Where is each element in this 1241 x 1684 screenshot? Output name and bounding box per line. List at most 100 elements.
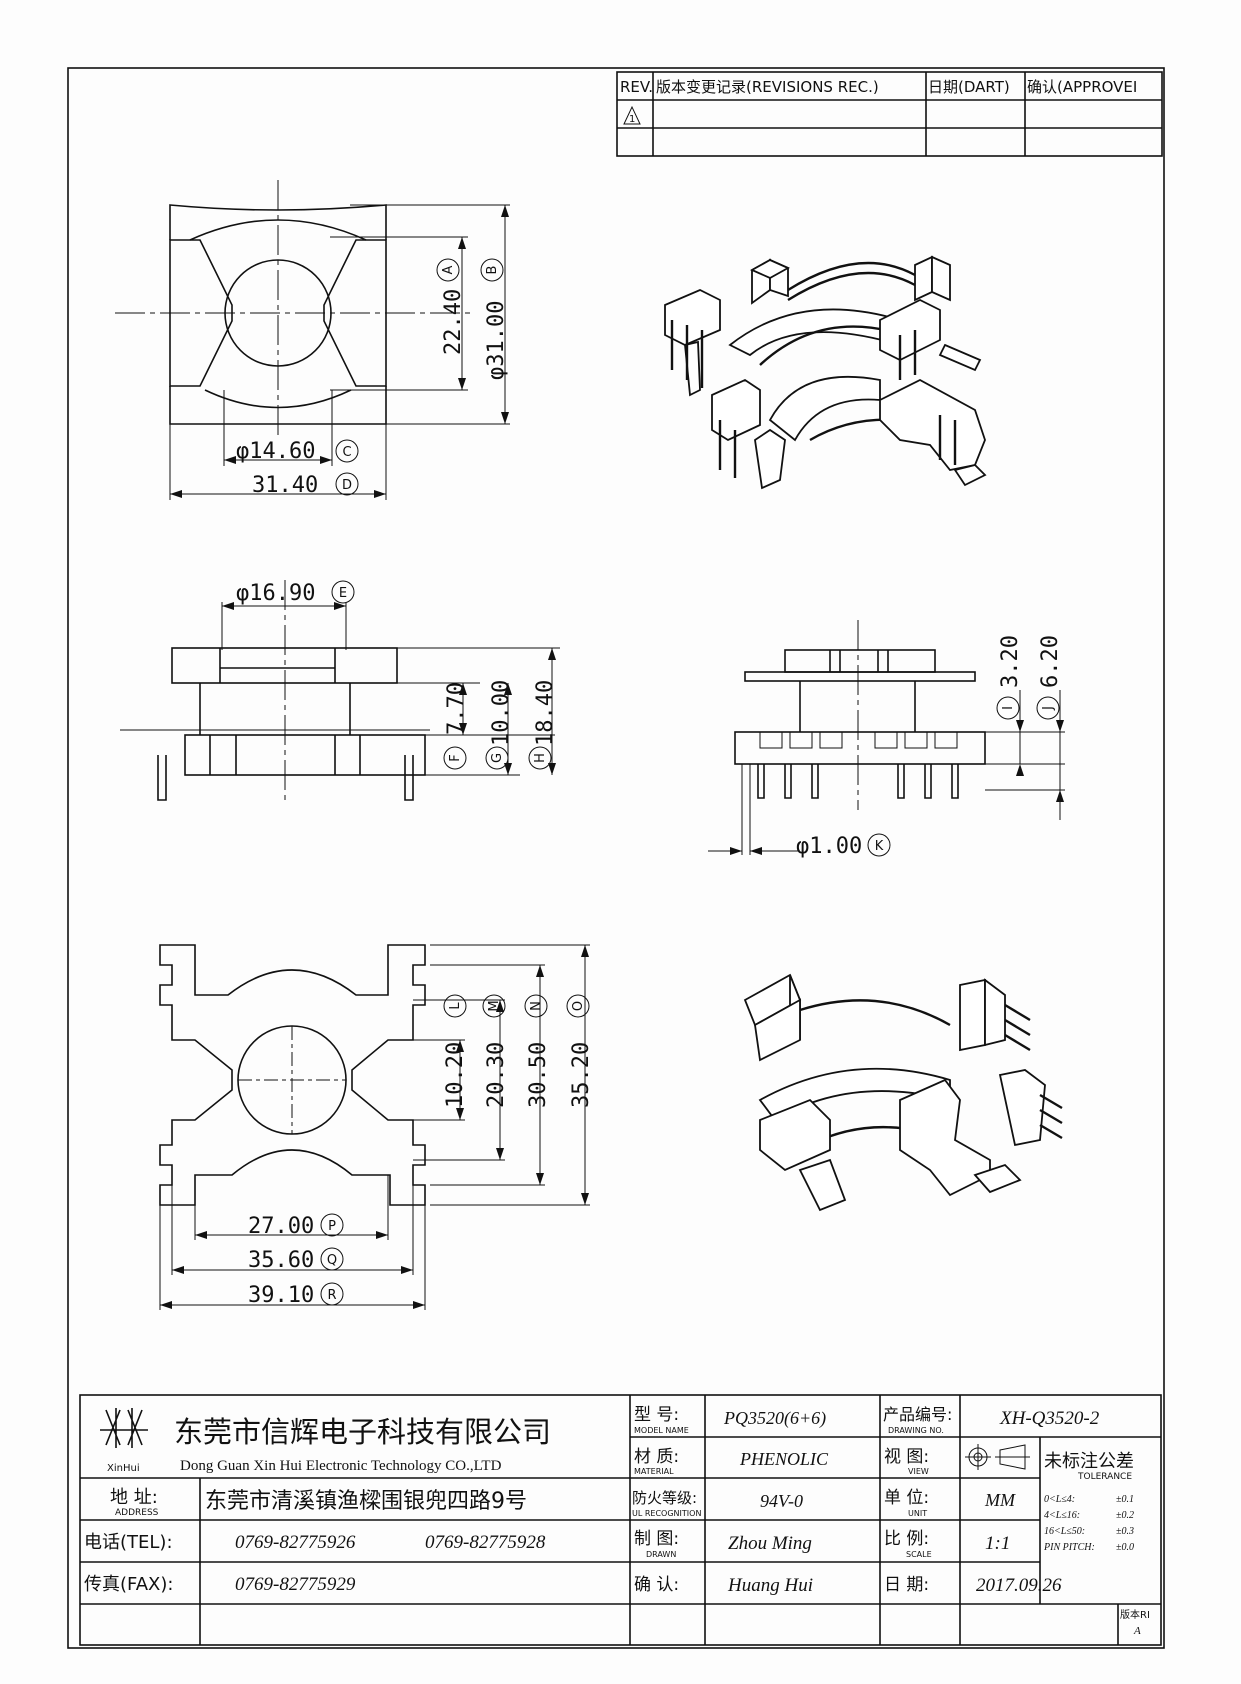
dim-F-value: 7.70 — [444, 682, 469, 735]
tolerance-value-3: ±0.3 — [1116, 1526, 1134, 1537]
dim-J-marker — [1036, 696, 1060, 720]
dim-R-value: 39.10 — [248, 1283, 314, 1308]
dim-L-marker — [443, 994, 467, 1018]
dim-K-value: φ1.00 — [796, 834, 862, 859]
title-block-grid — [79, 1394, 1162, 1646]
company-name-cn: 东莞市信辉电子科技有限公司 — [174, 1415, 551, 1449]
model-label: 型 号: — [634, 1405, 679, 1425]
date-header: 日期(DART) — [928, 78, 1010, 96]
dim-N-marker — [524, 994, 548, 1018]
tel-label: 电话(TEL): — [84, 1532, 173, 1553]
dim-A-letter: A — [441, 265, 456, 274]
approve-label: 确 认: — [634, 1575, 679, 1595]
rev-header: REV. — [620, 78, 653, 96]
dim-D-letter: D — [342, 478, 352, 493]
dim-B-marker — [480, 258, 504, 282]
logo-text: XinHui — [107, 1463, 140, 1474]
model-label-en: MODEL NAME — [634, 1426, 689, 1435]
drawn-label: 制 图: — [634, 1529, 679, 1549]
tolerance-title: 未标注公差 — [1044, 1451, 1134, 1472]
drawing-no-label-en: DRAWING NO. — [888, 1426, 944, 1435]
view-label-en: VIEW — [908, 1467, 929, 1476]
dim-C-letter: C — [342, 445, 351, 460]
dim-J-value: 6.20 — [1038, 635, 1063, 688]
dim-H-letter: H — [533, 753, 548, 763]
dim-B-letter: B — [485, 266, 500, 275]
revision-table: REV. 版本变更记录(REVISIONS REC.) 日期(DART) 确认(… — [616, 71, 1163, 157]
top-view — [115, 180, 510, 500]
dim-A-marker — [436, 258, 460, 282]
date-label: 日 期: — [884, 1575, 929, 1595]
dim-P-marker — [320, 1213, 344, 1237]
material-label: 材 质: — [634, 1447, 679, 1467]
drawing-no-label: 产品编号: — [883, 1405, 952, 1424]
fax-value: 0769-82775929 — [235, 1574, 356, 1595]
dim-D-marker — [335, 472, 359, 496]
dim-G-letter: G — [490, 753, 505, 763]
dim-F-marker — [443, 746, 467, 770]
dim-E-value: φ16.90 — [236, 581, 315, 606]
tolerance-range-2: 4<L≤16: — [1044, 1510, 1080, 1521]
tolerance-value-1: ±0.1 — [1116, 1494, 1134, 1505]
dim-G-marker — [485, 746, 509, 770]
bottom-view — [159, 944, 590, 1310]
dim-N-value: 30.50 — [526, 1042, 551, 1108]
unit-value: MM — [984, 1490, 1016, 1510]
company-name-en: Dong Guan Xin Hui Electronic Technology … — [180, 1458, 502, 1474]
unit-label: 单 位: — [884, 1488, 929, 1508]
version-value: A — [1133, 1625, 1141, 1637]
dim-O-letter: O — [571, 1001, 586, 1011]
view-label: 视 图: — [884, 1447, 929, 1467]
tolerance-value-4: ±0.0 — [1116, 1542, 1134, 1553]
dim-Q-letter: Q — [327, 1253, 337, 1268]
dim-O-marker — [566, 994, 590, 1018]
dim-G-value: 10.00 — [489, 680, 514, 746]
dim-R-marker — [320, 1282, 344, 1306]
front-view — [120, 580, 560, 801]
dim-A-value: 22.40 — [441, 289, 466, 355]
drawn-label-en: DRAWN — [646, 1550, 676, 1559]
ul-value: 94V-0 — [760, 1491, 803, 1511]
side-view — [708, 620, 1065, 855]
version-label: 版本RI — [1120, 1608, 1150, 1621]
drawing-no-value: XH-Q3520-2 — [999, 1408, 1100, 1429]
sheet-border — [67, 67, 1165, 1649]
dim-O-value: 35.20 — [569, 1042, 594, 1108]
tel-value-2: 0769-82775928 — [425, 1532, 546, 1553]
dim-P-value: 27.00 — [248, 1214, 314, 1239]
tolerance-range-3: 16<L≤50: — [1044, 1526, 1085, 1537]
dim-M-value: 20.30 — [484, 1042, 509, 1108]
dim-K-letter: K — [875, 839, 884, 854]
approve-value: Huang Hui — [727, 1575, 813, 1596]
scale-value: 1:1 — [985, 1533, 1010, 1554]
isometric-view-bottom — [743, 973, 1063, 1212]
tolerance-range-1: 0<L≤4: — [1044, 1494, 1075, 1505]
scale-label-en: SCALE — [906, 1550, 932, 1559]
projection-symbol-icon — [965, 1444, 1030, 1470]
dim-Q-value: 35.60 — [248, 1248, 314, 1273]
approve-header: 确认(APPROVEI — [1027, 78, 1137, 96]
model-value: PQ3520(6+6) — [723, 1408, 826, 1429]
tolerance-value-2: ±0.2 — [1116, 1510, 1134, 1521]
dim-H-marker — [528, 746, 552, 770]
material-label-en: MATERIAL — [634, 1467, 674, 1476]
ul-label-en: UL RECOGNITION — [632, 1509, 701, 1518]
dim-R-letter: R — [327, 1288, 336, 1303]
address-label-en: ADDRESS — [115, 1508, 159, 1518]
dim-M-letter: M — [487, 1000, 502, 1011]
dim-I-letter: I — [1001, 706, 1016, 710]
material-value: PHENOLIC — [739, 1449, 829, 1469]
ul-label: 防火等级: — [632, 1489, 697, 1507]
company-logo: XinHui — [100, 1408, 148, 1474]
dim-I-marker — [996, 696, 1020, 720]
dim-E-letter: E — [339, 586, 347, 601]
address-label: 地 址: — [110, 1487, 158, 1508]
dim-C-value: φ14.60 — [236, 439, 315, 464]
isometric-view-top — [664, 255, 987, 490]
dim-E-marker — [331, 580, 355, 604]
dim-L-letter: L — [448, 1002, 463, 1010]
dim-C-marker — [335, 439, 359, 463]
dim-J-letter: J — [1041, 706, 1056, 711]
dim-B-value: φ31.00 — [484, 301, 509, 380]
tel-value-1: 0769-82775926 — [235, 1532, 356, 1553]
